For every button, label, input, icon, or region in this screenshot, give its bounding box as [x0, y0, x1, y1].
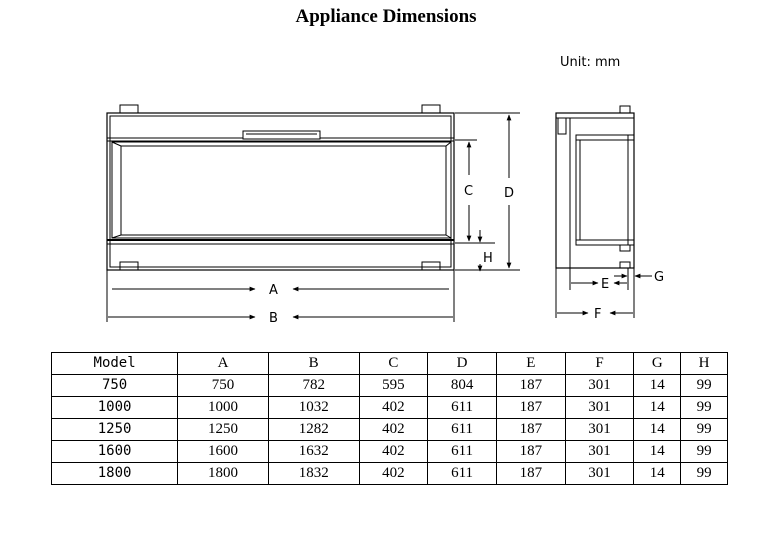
table-cell: 187	[495, 462, 566, 485]
table-cell: 1800	[50, 462, 179, 485]
table-cell: 99	[680, 374, 728, 397]
column-header-f: F	[564, 352, 635, 375]
table-cell: 595	[358, 374, 429, 397]
front-view	[106, 104, 455, 271]
table-row: 1600 1600 1632 402 611 187 301 14 99	[50, 440, 728, 463]
table-cell: 187	[495, 374, 566, 397]
side-dimension-lines	[555, 268, 635, 318]
dimension-a-label: A	[269, 283, 278, 298]
dimensions-table: Model A B C D E F G H 750 750 782 595 80…	[50, 352, 728, 485]
table-cell: 99	[680, 396, 728, 419]
column-header-h: H	[680, 352, 728, 375]
table-cell: 402	[358, 396, 429, 419]
table-cell: 611	[427, 462, 497, 485]
table-cell: 402	[358, 440, 429, 463]
column-header-g: G	[633, 352, 682, 375]
table-cell: 1032	[267, 396, 360, 419]
table-cell: 402	[358, 462, 429, 485]
table-cell: 99	[680, 440, 728, 463]
table-cell: 611	[427, 418, 497, 441]
table-cell: 301	[564, 440, 635, 463]
table-cell: 1632	[267, 440, 360, 463]
table-cell: 782	[267, 374, 360, 397]
table-cell: 99	[680, 418, 728, 441]
unit-label: Unit: mm	[560, 55, 621, 70]
column-header-model: Model	[50, 352, 179, 375]
table-row: 1800 1800 1832 402 611 187 301 14 99	[50, 462, 728, 485]
table-cell: 1282	[267, 418, 360, 441]
column-header-a: A	[177, 352, 269, 375]
table-cell: 402	[358, 418, 429, 441]
table-cell: 301	[564, 462, 635, 485]
dimension-c-label: C	[464, 184, 473, 199]
table-cell: 301	[564, 418, 635, 441]
table-cell: 1000	[177, 396, 269, 419]
column-header-c: C	[358, 352, 429, 375]
table-cell: 804	[427, 374, 497, 397]
front-dimension-lines	[106, 112, 520, 322]
table-cell: 14	[633, 462, 682, 485]
table-cell: 611	[427, 440, 497, 463]
dimension-e-label: E	[601, 277, 609, 292]
dimension-b-label: B	[269, 311, 278, 326]
table-cell: 750	[50, 374, 179, 397]
dimension-f-label: F	[594, 307, 601, 322]
table-cell: 14	[633, 418, 682, 441]
column-header-b: B	[267, 352, 360, 375]
side-view	[555, 105, 635, 269]
table-cell: 1600	[177, 440, 269, 463]
table-cell: 1800	[177, 462, 269, 485]
table-cell: 750	[177, 374, 269, 397]
table-cell: 1250	[50, 418, 179, 441]
table-cell: 1832	[267, 462, 360, 485]
table-row: 1000 1000 1032 402 611 187 301 14 99	[50, 396, 728, 419]
table-cell: 14	[633, 374, 682, 397]
table-cell: 1600	[50, 440, 179, 463]
table-cell: 14	[633, 396, 682, 419]
column-header-d: D	[427, 352, 497, 375]
column-header-e: E	[495, 352, 566, 375]
table-cell: 301	[564, 396, 635, 419]
table-cell: 14	[633, 440, 682, 463]
page-title: Appliance Dimensions	[295, 6, 477, 27]
dimension-g-label: G	[654, 270, 664, 285]
dimension-h-label: H	[483, 251, 493, 266]
table-cell: 1000	[50, 396, 179, 419]
table-cell: 99	[680, 462, 728, 485]
table-cell: 187	[495, 396, 566, 419]
table-cell: 187	[495, 440, 566, 463]
dimension-d-label: D	[504, 186, 514, 201]
table-row: 1250 1250 1282 402 611 187 301 14 99	[50, 418, 728, 441]
table-cell: 1250	[177, 418, 269, 441]
table-cell: 611	[427, 396, 497, 419]
dimension-drawing: A B C D H E G	[106, 104, 664, 326]
table-cell: 187	[495, 418, 566, 441]
table-row: 750 750 782 595 804 187 301 14 99	[50, 374, 728, 397]
table-header-row: Model A B C D E F G H	[50, 352, 728, 375]
table-cell: 301	[564, 374, 635, 397]
